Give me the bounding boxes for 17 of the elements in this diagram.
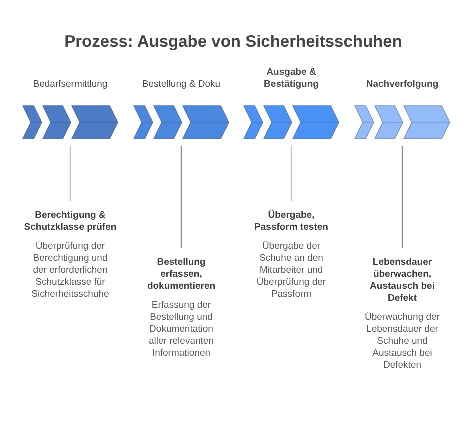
step-description: Überwachung der Lebensdauer der Schuhe und Austausch bei Defekten (364, 312, 441, 372)
connector-line (70, 146, 72, 201)
step-title: Bestellung erfassen, dokumentieren (146, 257, 217, 293)
step-title: Berechtigung & Schutzklasse prüfen (23, 210, 118, 234)
phase-label: Bedarfsermittlung (33, 79, 108, 91)
step-title: Lebensdauer überwachen, Austausch bei Defekt (369, 257, 436, 305)
phase-label: Ausgabe & Bestätigung (263, 67, 320, 91)
step-title: Übergabe, Passform testen (254, 210, 330, 234)
phase-label: Nachverfolgung (366, 79, 439, 91)
connector-line (290, 146, 292, 201)
connector-line (180, 146, 182, 248)
step-description: Übergabe der Schuhe an den Mitarbeiter und Überprüfung der Passform (256, 241, 328, 301)
step-description: Erfassung der Bestellung und Dokumentation aller relevanten Informationen (148, 300, 215, 360)
connector-line (402, 146, 404, 248)
phase-label: Bestellung & Doku (142, 79, 221, 91)
diagram-title: Prozess: Ausgabe von Sicherheitsschuhen (64, 32, 402, 53)
step-description: Überprüfung der Berechtigung und der erforderlichen Schutzklasse für Sicherheitsschuhe (30, 241, 110, 301)
